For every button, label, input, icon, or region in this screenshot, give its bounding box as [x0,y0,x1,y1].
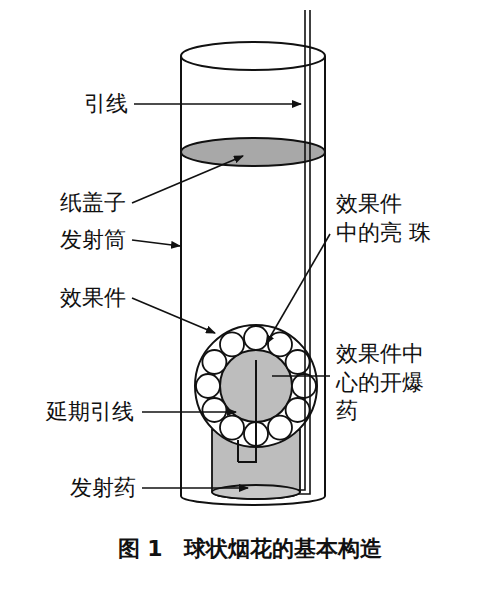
delay-fuse [237,440,239,462]
star [196,374,220,398]
star [202,350,226,374]
delay-fuse-label: 延期引线 [46,398,134,427]
star [244,326,268,350]
star [286,398,310,422]
leader-lines [132,104,330,488]
launch-tube [181,42,325,505]
figure-caption: 图 1 球状烟花的基本构造 [0,534,500,564]
fuse [298,10,310,494]
burst-charge-label: 效果件中 心的开爆 药 [336,340,432,426]
paper-cap [181,138,325,166]
propellant-label: 发射药 [70,474,136,503]
star [286,350,310,374]
shell-label: 效果件 [60,284,126,313]
paper-cap-label: 纸盖子 [60,189,126,218]
star-label: 效果件 中的亮 珠 [336,190,432,247]
tube-label: 发射筒 [60,226,126,255]
star [268,332,292,356]
star [220,332,244,356]
star [220,416,244,440]
star [292,374,316,398]
star [268,416,292,440]
fuse-label: 引线 [84,90,128,119]
star [202,398,226,422]
delay-fuse [238,360,256,462]
